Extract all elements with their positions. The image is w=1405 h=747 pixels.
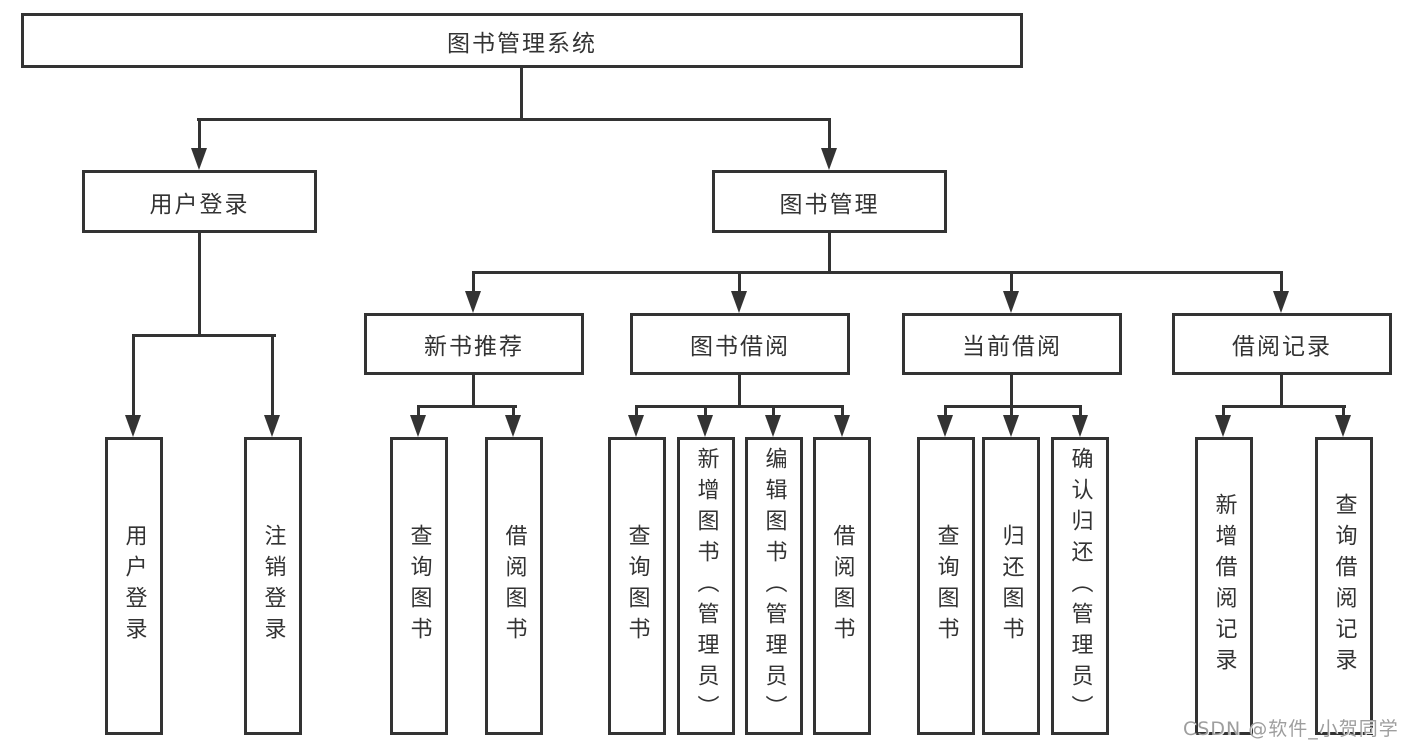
arrowhead-to-leaf-borrow2: [834, 415, 850, 437]
edge-to-leaf-query1-shaft: [417, 405, 420, 419]
arrowhead-to-leaf-edit-book: [765, 415, 781, 437]
arrowhead-to-borrow-records: [1273, 291, 1289, 313]
leaf-query-borrow-record-label: 查询借阅记录: [1331, 493, 1357, 679]
leaf-user-login-label: 用户登录: [121, 524, 147, 648]
leaf-add-book-admin-label: 新增图书（管理员）: [693, 446, 719, 726]
arrowhead-to-leaf-logout: [264, 415, 280, 437]
leaf-borrow-book-1: 借阅图书: [485, 437, 543, 735]
arrowhead-to-leaf-add-book: [697, 415, 713, 437]
node-book-borrowing: 图书借阅: [630, 313, 850, 375]
node-new-book-recommend: 新书推荐: [364, 313, 584, 375]
edge-to-leaf-query2-shaft: [635, 405, 638, 419]
edge-to-leaf-query-record-shaft: [1342, 405, 1345, 419]
node-book-management-branch: 图书管理: [712, 170, 947, 233]
edge-to-user-login-shaft: [198, 118, 201, 152]
edge-borrow-records-trunk: [1280, 375, 1283, 407]
arrowhead-to-current-borrow: [1003, 291, 1019, 313]
edge-to-leaf-add-book-shaft: [704, 405, 707, 419]
arrowhead-to-leaf-query2: [628, 415, 644, 437]
leaf-borrow-book-1-label: 借阅图书: [501, 524, 527, 648]
edge-user-login-split: [132, 334, 276, 337]
edge-to-leaf-edit-book-shaft: [772, 405, 775, 419]
leaf-query-book-1-label: 查询图书: [406, 524, 432, 648]
leaf-edit-book-admin-label: 编辑图书（管理员）: [761, 446, 787, 726]
edge-current-borrow-split: [944, 405, 1082, 408]
leaf-confirm-return-admin: 确认归还（管理员）: [1051, 437, 1109, 735]
edge-new-book-split: [417, 405, 517, 408]
arrowhead-to-leaf-add-record: [1215, 415, 1231, 437]
leaf-borrow-book-2-label: 借阅图书: [829, 524, 855, 648]
arrowhead-to-book-borrow: [731, 291, 747, 313]
edge-to-new-book-shaft: [472, 271, 475, 295]
node-current-borrowing-label: 当前借阅: [962, 334, 1062, 360]
edge-to-leaf-logout-shaft: [271, 334, 274, 419]
edge-to-leaf-return-book-shaft: [1010, 405, 1013, 419]
edge-to-leaf-query3-shaft: [944, 405, 947, 419]
arrowhead-to-user-login: [191, 148, 207, 170]
leaf-add-borrow-record-label: 新增借阅记录: [1211, 493, 1237, 679]
edge-book-borrow-trunk: [738, 375, 741, 407]
edge-to-leaf-borrow1-shaft: [512, 405, 515, 419]
leaf-logout-label: 注销登录: [260, 524, 286, 648]
node-new-book-recommend-label: 新书推荐: [424, 334, 524, 360]
edge-borrow-records-split: [1222, 405, 1346, 408]
edge-to-leaf-user-login-shaft: [132, 334, 135, 419]
leaf-confirm-return-admin-label: 确认归还（管理员）: [1067, 446, 1093, 726]
leaf-borrow-book-2: 借阅图书: [813, 437, 871, 735]
arrowhead-to-new-book: [465, 291, 481, 313]
arrowhead-to-book-mgmt: [821, 148, 837, 170]
edge-current-borrow-trunk: [1010, 375, 1013, 407]
edge-book-mgmt-trunk: [828, 233, 831, 273]
leaf-query-book-2-label: 查询图书: [624, 524, 650, 648]
node-user-login-branch: 用户登录: [82, 170, 317, 233]
edge-to-leaf-borrow2-shaft: [841, 405, 844, 419]
leaf-add-book-admin: 新增图书（管理员）: [677, 437, 735, 735]
leaf-return-book: 归还图书: [982, 437, 1040, 735]
leaf-edit-book-admin: 编辑图书（管理员）: [745, 437, 803, 735]
edge-to-book-borrow-shaft: [738, 271, 741, 295]
leaf-return-book-label: 归还图书: [998, 524, 1024, 648]
node-root-system-label: 图书管理系统: [447, 30, 597, 57]
arrowhead-to-leaf-query-record: [1335, 415, 1351, 437]
node-book-borrowing-label: 图书借阅: [690, 334, 790, 360]
edge-to-current-borrow-shaft: [1010, 271, 1013, 295]
arrowhead-to-leaf-confirm-return: [1072, 415, 1088, 437]
edge-root-trunk: [520, 68, 523, 120]
edge-to-leaf-add-record-shaft: [1222, 405, 1225, 419]
node-borrowing-records: 借阅记录: [1172, 313, 1392, 375]
leaf-logout: 注销登录: [244, 437, 302, 735]
leaf-user-login: 用户登录: [105, 437, 163, 735]
arrowhead-to-leaf-query1: [410, 415, 426, 437]
edge-book-mgmt-split: [473, 271, 1283, 274]
leaf-query-book-3: 查询图书: [917, 437, 975, 735]
arrowhead-to-leaf-borrow1: [505, 415, 521, 437]
edge-book-borrow-split: [635, 405, 844, 408]
edge-root-split: [197, 118, 831, 121]
leaf-query-borrow-record: 查询借阅记录: [1315, 437, 1373, 735]
edge-to-borrow-records-shaft: [1280, 271, 1283, 295]
watermark: CSDN @软件_小贺同学: [1183, 718, 1399, 740]
leaf-query-book-2: 查询图书: [608, 437, 666, 735]
arrowhead-to-leaf-query3: [937, 415, 953, 437]
leaf-query-book-3-label: 查询图书: [933, 524, 959, 648]
node-book-management-branch-label: 图书管理: [779, 191, 880, 218]
node-borrowing-records-label: 借阅记录: [1232, 334, 1332, 360]
leaf-query-book-1: 查询图书: [390, 437, 448, 735]
leaf-add-borrow-record: 新增借阅记录: [1195, 437, 1253, 735]
node-root-system: 图书管理系统: [21, 13, 1023, 68]
node-user-login-branch-label: 用户登录: [149, 191, 250, 218]
edge-to-book-mgmt-shaft: [828, 118, 831, 152]
arrowhead-to-leaf-return-book: [1003, 415, 1019, 437]
edge-to-leaf-confirm-return-shaft: [1079, 405, 1082, 419]
node-current-borrowing: 当前借阅: [902, 313, 1122, 375]
edge-new-book-trunk: [472, 375, 475, 407]
arrowhead-to-leaf-user-login: [125, 415, 141, 437]
edge-user-login-trunk: [198, 233, 201, 336]
